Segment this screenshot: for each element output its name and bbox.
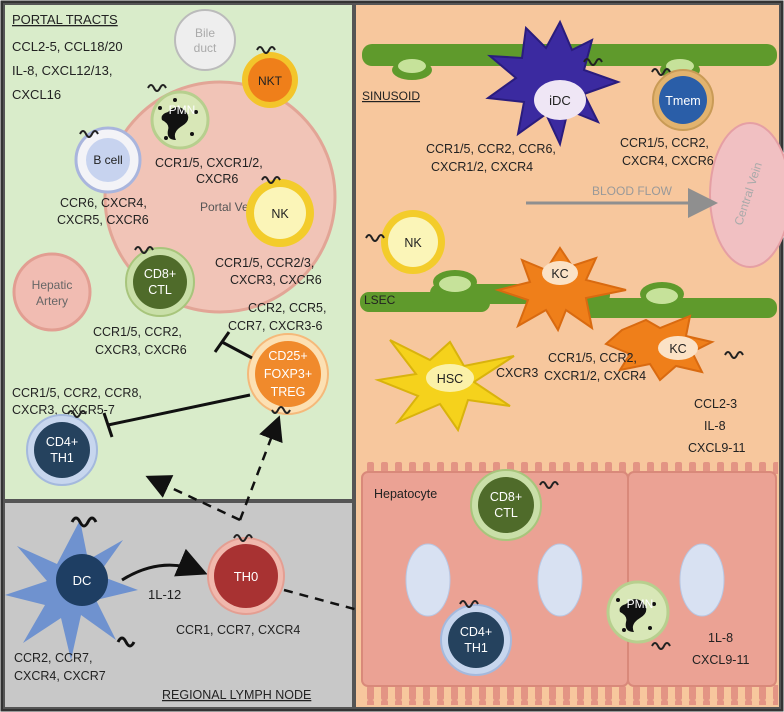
cd4-th1-cell-portal: CD4+ TH1 [26, 410, 98, 486]
th1-hepatocyte-label-2: TH1 [464, 641, 488, 655]
pmn-cell-hepatocyte: PMN [606, 580, 671, 650]
bile-duct-label-1: Bile [195, 26, 215, 40]
sinusoid-title: SINUSOID [362, 89, 420, 103]
cd8-portal-label-2: CTL [148, 283, 172, 297]
th0-receptors: CCR1, CCR7, CXCR4 [176, 623, 300, 637]
portal-chemokines-line-1: CCL2-5, CCL18/20 [12, 39, 123, 54]
idc-receptors-2: CXCR1/2, CXCR4 [431, 160, 533, 174]
cd8-portal-label-1: CD8+ [144, 267, 176, 281]
hepatic-artery-label-2: Artery [36, 294, 68, 308]
idc-cell: iDC [485, 19, 622, 148]
hepatocyte-cytokine-2: CXCL9-11 [692, 653, 749, 667]
sinusoid-cytokine-1: CCL2-3 [694, 397, 737, 411]
kupffer-cell-1: KC [494, 246, 627, 333]
nk-cell-portal: NK [246, 176, 314, 247]
hepatic-artery [12, 252, 92, 332]
pmn-portal-receptors-2: CXCR6 [196, 172, 238, 186]
hsc-receptors: CXCR3 [496, 366, 538, 380]
pmn-portal-receptors-1: CCR1/5, CXCR1/2, [155, 156, 263, 170]
tmem-receptors-2: CXCR4, CXCR6 [622, 154, 714, 168]
dc-receptors-1: CCR2, CCR7, [14, 651, 93, 665]
nk-portal-receptors-1: CCR1/5, CCR2/3, [215, 256, 314, 270]
nk-portal-label: NK [271, 207, 289, 221]
cd8-portal-receptors-1: CCR1/5, CCR2, [93, 325, 182, 339]
tmem-cell: Tmem [651, 68, 714, 131]
b-cell: B cell [74, 126, 142, 194]
portal-tracts-title: PORTAL TRACTS [12, 12, 118, 27]
cd8-hepatocyte-label-1: CD8+ [490, 490, 522, 504]
treg-label-2: FOXP3+ [264, 367, 312, 381]
b-cell-label: B cell [93, 153, 122, 167]
treg-receptors-1: CCR2, CCR5, [248, 301, 327, 315]
hepatocyte-layer [360, 462, 778, 705]
cd8-hepatocyte-label-2: CTL [494, 506, 518, 520]
kc-receptors-2: CXCR1/2, CXCR4 [544, 369, 646, 383]
th1-portal-receptors-2: CXCR3, CXCR5-7 [12, 403, 115, 417]
nk-cell-sinusoid: NK [365, 210, 445, 274]
lymph-node-title: REGIONAL LYMPH NODE [162, 688, 311, 702]
sinusoid-cytokine-2: IL-8 [704, 419, 726, 433]
lsec-label: LSEC [364, 293, 396, 307]
cd8-portal-receptors-2: CXCR3, CXCR6 [95, 343, 187, 357]
cd8-ctl-cell-portal: CD8+ CTL [125, 246, 195, 317]
pmn-hepatocyte-label: PMN [627, 597, 654, 611]
dc-label: DC [73, 573, 92, 588]
hepatocyte-cytokine-1: 1L-8 [708, 631, 733, 645]
th1-portal-label-1: CD4+ [46, 435, 78, 449]
nk-sinusoid-label: NK [404, 236, 422, 250]
bile-duct [174, 9, 236, 71]
treg-cell: CD25+ FOXP3+ TREG [247, 333, 329, 415]
nkt-cell: NKT [242, 46, 298, 108]
b-cell-receptors-1: CCR6, CXCR4, [60, 196, 147, 210]
kc-1-label: KC [551, 267, 568, 281]
pmn-portal-label: PMN [169, 103, 196, 117]
dc-receptors-2: CXCR4, CXCR7 [14, 669, 106, 683]
kc-2-label: KC [669, 342, 686, 356]
th0-cell: TH0 [207, 534, 285, 615]
th0-to-th1-arrow [145, 475, 241, 522]
th0-to-treg-arrow [238, 415, 283, 521]
nkt-label: NKT [258, 74, 283, 88]
cd8-ctl-cell-hepatocyte: CD8+ CTL [470, 469, 559, 541]
il12-label: 1L-12 [148, 587, 181, 602]
treg-inhibition-to-th1 [102, 393, 251, 438]
kupffer-cell-2: KC [604, 314, 744, 382]
hepatic-artery-label-1: Hepatic [32, 278, 73, 292]
idc-label: iDC [549, 93, 571, 108]
hepatocyte-label: Hepatocyte [374, 487, 437, 501]
idc-receptors-1: CCR1/5, CCR2, CCR6, [426, 142, 556, 156]
tmem-label: Tmem [665, 94, 700, 108]
treg-receptors-2: CCR7, CXCR3-6 [228, 319, 323, 333]
nk-portal-receptors-2: CXCR3, CXCR6 [230, 273, 322, 287]
hsc-label: HSC [437, 372, 463, 386]
dc-to-th0-arrow [121, 548, 208, 582]
th1-hepatocyte-label-1: CD4+ [460, 625, 492, 639]
hepatic-stellate-cell: HSC [374, 339, 515, 433]
tmem-receptors-1: CCR1/5, CCR2, [620, 136, 709, 150]
treg-inhibition-to-cd8 [213, 331, 253, 360]
bile-duct-label-2: duct [194, 41, 217, 55]
th1-portal-label-2: TH1 [50, 451, 74, 465]
sinusoid-cytokine-3: CXCL9-11 [688, 441, 745, 455]
th0-label: TH0 [234, 569, 259, 584]
pmn-cell-portal: PMN [147, 84, 210, 150]
portal-vein-label: Portal Vein [200, 200, 258, 214]
th1-portal-receptors-1: CCR1/5, CCR2, CCR8, [12, 386, 142, 400]
treg-label-3: TREG [271, 385, 306, 399]
portal-chemokines-line-2: IL-8, CXCL12/13, [12, 63, 112, 78]
cd4-th1-cell-hepatocyte: CD4+ TH1 [440, 600, 512, 676]
blood-flow-label: BLOOD FLOW [592, 184, 673, 198]
treg-label-1: CD25+ [268, 349, 307, 363]
kc-receptors-1: CCR1/5, CCR2, [548, 351, 637, 365]
dendritic-cell: DC [5, 516, 138, 660]
portal-chemokines-line-3: CXCL16 [12, 87, 61, 102]
b-cell-receptors-2: CXCR5, CXCR6 [57, 213, 149, 227]
